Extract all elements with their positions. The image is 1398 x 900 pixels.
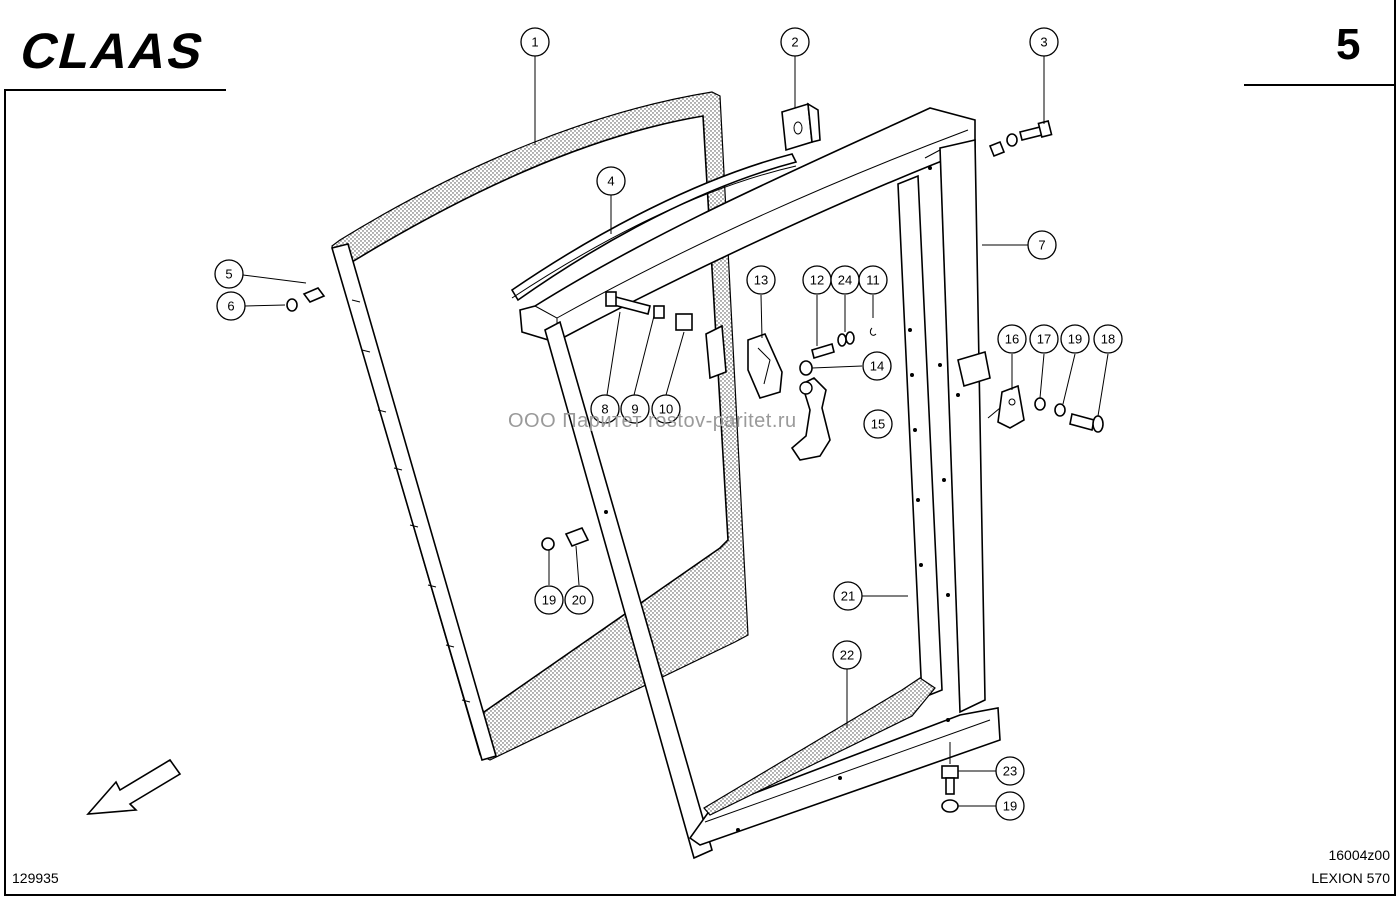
door-frame bbox=[519, 107, 1001, 860]
svg-text:21: 21 bbox=[841, 589, 855, 604]
svg-text:3: 3 bbox=[1040, 35, 1047, 50]
lock-plate bbox=[957, 350, 1025, 429]
header-rule-left bbox=[5, 89, 226, 91]
bracket-plate bbox=[781, 102, 821, 152]
callout-1: 1 bbox=[520, 27, 550, 57]
callout-8: 8 bbox=[590, 394, 620, 424]
svg-text:18: 18 bbox=[1101, 332, 1115, 347]
direction-arrow-icon bbox=[86, 758, 182, 815]
svg-text:17: 17 bbox=[1037, 332, 1051, 347]
callout-19-upper: 19 bbox=[1060, 324, 1090, 354]
callout-3: 3 bbox=[1029, 27, 1059, 57]
svg-text:2: 2 bbox=[791, 35, 798, 50]
model-name: LEXION 570 bbox=[1311, 870, 1390, 886]
callout-23: 23 bbox=[995, 756, 1025, 786]
latch-block bbox=[705, 324, 783, 399]
callout-14: 14 bbox=[862, 351, 892, 381]
callout-24: 24 bbox=[830, 265, 860, 295]
figure-code: 16004z00 bbox=[1328, 847, 1390, 863]
svg-text:5: 5 bbox=[225, 267, 232, 282]
callout-19-bottom: 19 bbox=[995, 791, 1025, 821]
washer-19-left bbox=[541, 537, 555, 551]
watermark-text: ООО Паритет rostov-paritet.ru bbox=[508, 410, 797, 432]
svg-text:CLAAS: CLAAS bbox=[15, 26, 211, 74]
callout-5: 5 bbox=[214, 259, 244, 289]
svg-text:14: 14 bbox=[870, 359, 884, 374]
svg-text:6: 6 bbox=[227, 299, 234, 314]
washer-17 bbox=[1034, 397, 1046, 411]
svg-text:7: 7 bbox=[1038, 238, 1045, 253]
svg-text:13: 13 bbox=[754, 273, 768, 288]
callout-22: 22 bbox=[832, 640, 862, 670]
bolt-3 bbox=[988, 120, 1053, 158]
frame-left-border bbox=[4, 89, 6, 895]
washer-19-bottom bbox=[941, 799, 959, 813]
svg-text:10: 10 bbox=[659, 402, 673, 417]
svg-text:20: 20 bbox=[572, 593, 586, 608]
svg-text:9: 9 bbox=[631, 402, 638, 417]
svg-text:22: 22 bbox=[840, 648, 854, 663]
callout-4: 4 bbox=[596, 166, 626, 196]
screw-18 bbox=[1069, 413, 1104, 433]
clip-11 bbox=[869, 327, 877, 336]
page-number: 5 bbox=[1336, 20, 1361, 69]
claas-logo: CLAAS bbox=[15, 26, 211, 74]
callout-10: 10 bbox=[651, 394, 681, 424]
svg-text:19: 19 bbox=[542, 593, 556, 608]
washer-6 bbox=[286, 298, 298, 312]
callout-15: 15 bbox=[863, 409, 893, 439]
callout-2: 2 bbox=[780, 27, 810, 57]
door-handle bbox=[790, 377, 831, 461]
nut-14 bbox=[799, 360, 813, 376]
callout-13: 13 bbox=[746, 265, 776, 295]
callout-16: 16 bbox=[997, 324, 1027, 354]
bolt-5 bbox=[302, 287, 326, 303]
callout-17: 17 bbox=[1029, 324, 1059, 354]
leader-lines bbox=[242, 56, 1109, 807]
header-rule-right bbox=[1244, 84, 1394, 86]
svg-text:16: 16 bbox=[1005, 332, 1019, 347]
svg-text:11: 11 bbox=[866, 273, 880, 288]
svg-text:19: 19 bbox=[1003, 799, 1017, 814]
callout-9: 9 bbox=[620, 394, 650, 424]
svg-text:4: 4 bbox=[607, 174, 614, 189]
pin-12 bbox=[811, 342, 835, 360]
callout-18: 18 bbox=[1093, 324, 1123, 354]
spacer-9 bbox=[653, 305, 665, 319]
svg-text:23: 23 bbox=[1003, 764, 1017, 779]
svg-text:12: 12 bbox=[810, 273, 824, 288]
svg-text:24: 24 bbox=[838, 273, 852, 288]
callout-12: 12 bbox=[802, 265, 832, 295]
frame-right-border bbox=[1394, 0, 1396, 895]
callout-20: 20 bbox=[564, 585, 594, 615]
callout-19-left: 19 bbox=[534, 585, 564, 615]
washer-24 bbox=[837, 331, 855, 347]
svg-text:8: 8 bbox=[601, 402, 608, 417]
frame-bottom-border bbox=[4, 894, 1396, 896]
callout-7: 7 bbox=[1027, 230, 1057, 260]
callout-6: 6 bbox=[216, 291, 246, 321]
svg-text:15: 15 bbox=[871, 417, 885, 432]
bushing-10 bbox=[675, 313, 693, 331]
svg-text:1: 1 bbox=[531, 35, 538, 50]
washer-19-right bbox=[1054, 403, 1066, 417]
callout-21: 21 bbox=[833, 581, 863, 611]
bolt-8 bbox=[605, 291, 651, 315]
seal-strip bbox=[510, 153, 798, 302]
drawing-id: 129935 bbox=[12, 870, 59, 886]
screw-20 bbox=[564, 526, 590, 548]
bolt-23 bbox=[941, 765, 959, 795]
svg-text:19: 19 bbox=[1068, 332, 1082, 347]
callout-11: 11 bbox=[858, 265, 888, 295]
